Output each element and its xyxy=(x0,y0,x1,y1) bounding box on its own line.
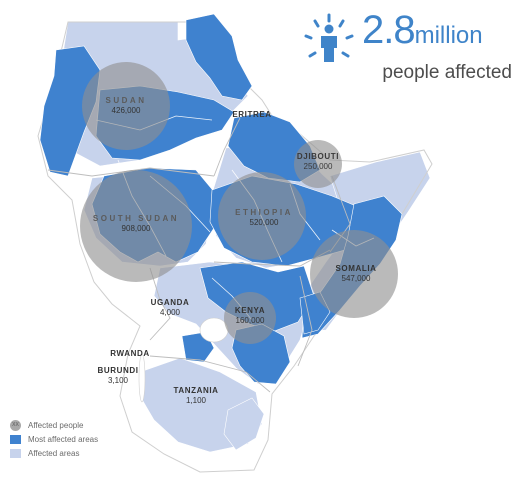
legend-label: Most affected areas xyxy=(28,435,99,444)
person-icon xyxy=(304,13,354,62)
country-name: TANZANIA xyxy=(173,386,219,395)
bubble-south-sudan xyxy=(80,170,192,282)
map-legend: XX Affected people Most affected areas A… xyxy=(10,420,98,462)
legend-most-affected: Most affected areas xyxy=(10,434,98,448)
headline: 2.8million people affected xyxy=(302,8,512,88)
bubble-kenya xyxy=(224,292,276,344)
affected-people-bubbles xyxy=(80,62,398,344)
label-uganda: UGANDA 4,000 xyxy=(151,298,190,318)
bubble-somalia xyxy=(310,230,398,318)
bubble-ethiopia xyxy=(218,172,306,260)
country-name: RWANDA xyxy=(110,349,150,358)
country-value: 547,000 xyxy=(341,274,371,283)
country-name: ERITREA xyxy=(232,110,272,119)
most-affected-tanzania-patch xyxy=(223,397,265,451)
legend-affected-people: XX Affected people xyxy=(10,420,98,434)
country-name: SOUTH SUDAN xyxy=(92,214,180,223)
country-value: 3,100 xyxy=(107,376,129,385)
label-kenya: KENYA 160,000 xyxy=(235,306,265,326)
legend-label: Affected areas xyxy=(28,449,80,458)
label-rwanda: RWANDA xyxy=(110,349,149,359)
country-value: 250,000 xyxy=(303,162,333,171)
country-value: 1,100 xyxy=(185,396,207,405)
legend-label: Affected people xyxy=(28,421,84,430)
country-value: 160,000 xyxy=(235,316,265,325)
most-affected-sudan-west xyxy=(39,45,101,177)
label-eritrea: ERITREA xyxy=(232,110,271,120)
bubble-swatch: XX xyxy=(10,420,21,431)
country-value: 520,000 xyxy=(249,218,279,227)
label-ethiopia: ETHIOPIA 520,000 xyxy=(235,208,293,228)
affected-total-unit: million xyxy=(414,22,483,49)
country-name: UGANDA xyxy=(150,298,190,307)
bubble-sudan xyxy=(82,62,170,150)
country-name: BURUNDI xyxy=(97,366,139,375)
label-sudan: SUDAN 426,000 xyxy=(106,96,147,116)
country-value: 426,000 xyxy=(111,106,141,115)
most-affected-swatch xyxy=(10,435,21,444)
affected-total: 2.8million xyxy=(362,8,483,53)
country-name: DJIBOUTI xyxy=(296,152,340,161)
bubble-djibouti xyxy=(294,140,342,188)
lake-tanganyika xyxy=(138,353,146,403)
lake-victoria xyxy=(199,317,229,343)
most-affected-sudan-north xyxy=(185,13,253,101)
bubble-swatch-marker: XX xyxy=(12,422,19,428)
affected-subtitle: people affected xyxy=(382,62,512,83)
country-name: ETHIOPIA xyxy=(235,208,293,217)
country-name: KENYA xyxy=(234,306,266,315)
national-borders xyxy=(47,117,351,393)
country-name: SOMALIA xyxy=(335,264,377,273)
country-name: SUDAN xyxy=(105,96,147,105)
affected-swatch xyxy=(10,449,21,458)
label-south-sudan: SOUTH SUDAN 908,000 xyxy=(93,214,179,234)
country-value: 908,000 xyxy=(121,224,151,233)
label-somalia: SOMALIA 547,000 xyxy=(335,264,376,284)
label-djibouti: DJIBOUTI 250,000 xyxy=(297,152,339,172)
affected-total-number: 2.8 xyxy=(362,8,416,52)
legend-affected: Affected areas xyxy=(10,448,98,462)
label-tanzania: TANZANIA 1,100 xyxy=(173,386,218,406)
label-burundi: BURUNDI 3,100 xyxy=(97,366,138,386)
country-value: 4,000 xyxy=(159,308,181,317)
